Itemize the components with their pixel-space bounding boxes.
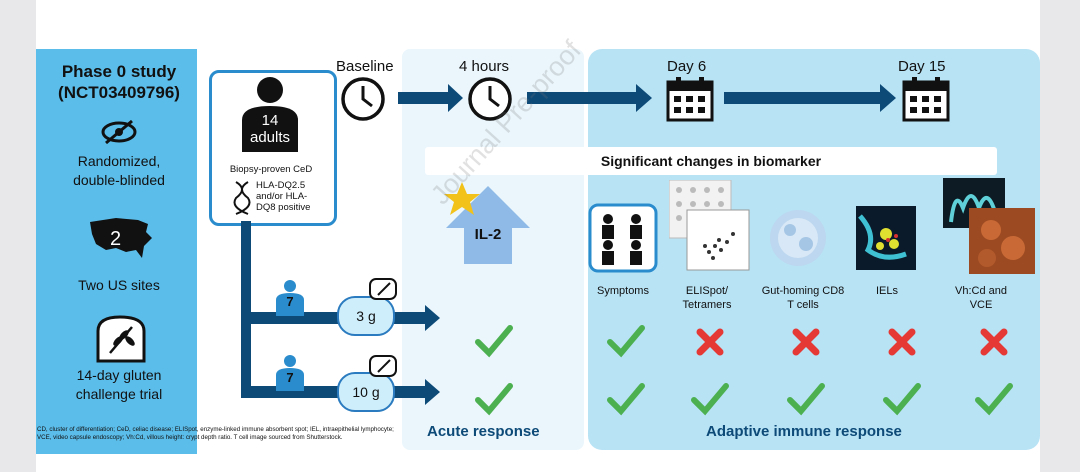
cross-mark — [792, 328, 820, 356]
cohort-stem — [241, 221, 251, 391]
check-mark — [883, 383, 921, 416]
cross-mark — [696, 328, 724, 356]
bread-wheat-icon — [96, 315, 146, 363]
check-mark — [691, 383, 729, 416]
person-icon — [242, 77, 298, 152]
person-icon — [276, 355, 304, 391]
check-mark — [787, 383, 825, 416]
randomized-label: Randomized, double-blinded — [73, 153, 165, 188]
dose-3g: 3 g — [337, 296, 395, 336]
cohort-count: 14 — [261, 112, 279, 129]
study-title: Phase 0 study (NCT03409796) — [58, 62, 180, 102]
biomarker-label: Symptoms — [597, 285, 649, 297]
sites-label: Two US sites — [78, 277, 160, 293]
iel-image — [856, 206, 916, 270]
biomarker-label: Vh:Cd and VCE — [955, 285, 1007, 311]
arrow-baseline-to-4h — [398, 84, 463, 112]
biomarker-header: Significant changes in biomarker — [425, 147, 997, 175]
dna-icon — [233, 181, 251, 215]
clock-icon — [341, 77, 385, 121]
calendar-icon — [902, 77, 950, 122]
check-mark — [975, 383, 1013, 416]
elispot-tetramer-image — [669, 180, 750, 271]
villi-vce-image — [943, 178, 1035, 274]
us-map-icon — [90, 218, 152, 258]
timeline-4-hours: 4 hours — [459, 58, 510, 75]
calendar-icon — [666, 77, 714, 122]
check-mark — [475, 325, 513, 358]
adaptive-response-label: Adaptive immune response — [706, 423, 902, 440]
check-mark — [607, 325, 645, 358]
bread-wheat-icon — [369, 278, 397, 300]
study-sidebar — [36, 49, 197, 454]
hla-label: HLA-DQ2.5 and/or HLA-DQ8 positive — [256, 180, 311, 213]
biomarker-label: IELs — [875, 285, 898, 297]
cross-mark — [888, 328, 916, 356]
biopsy-label: Biopsy-proven CeD — [229, 164, 313, 175]
symptoms-icon — [588, 203, 658, 273]
il2-label: IL-2 — [474, 226, 502, 243]
dose-10g: 10 g — [337, 372, 395, 412]
cross-mark — [980, 328, 1008, 356]
timeline-baseline: Baseline — [336, 58, 394, 75]
trial-label: 14-day gluten challenge trial — [75, 367, 163, 402]
person-icon — [276, 280, 304, 316]
acute-response-label: Acute response — [427, 423, 540, 440]
timeline-day-15: Day 15 — [898, 58, 946, 75]
arrow-day6-to-day15 — [724, 84, 896, 112]
footnote: CD, cluster of differentiation; CeD, cel… — [37, 426, 394, 441]
cohort-unit: adults — [249, 129, 291, 146]
biomarker-label: Gut-homing CD8 T cells — [761, 285, 845, 311]
bread-wheat-icon — [369, 355, 397, 377]
check-mark — [475, 383, 513, 416]
eye-slash-icon — [101, 119, 137, 145]
arm-3g-n: 7 — [286, 294, 294, 309]
clock-icon — [468, 77, 512, 121]
biomarker-label: ELISpot/ Tetramers — [682, 285, 732, 311]
arm-10g-n: 7 — [286, 370, 294, 385]
arrow-4h-to-day6 — [527, 84, 652, 112]
check-mark — [607, 383, 645, 416]
cd8-tcell-image — [770, 210, 826, 266]
il2-up-arrow — [444, 182, 530, 264]
timeline-day-6: Day 6 — [667, 58, 707, 75]
sites-number: 2 — [110, 228, 122, 250]
